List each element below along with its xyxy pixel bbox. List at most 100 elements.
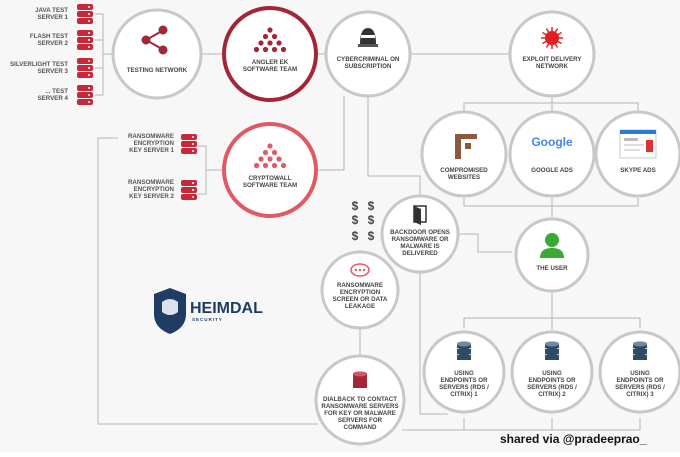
dot	[267, 27, 272, 32]
dot	[272, 150, 277, 155]
label-line: SCREEN OR DATA	[333, 296, 388, 303]
dollar-sign: $	[368, 229, 375, 243]
dot	[263, 34, 268, 39]
dot	[276, 156, 281, 161]
dot	[272, 34, 277, 39]
label-line: SERVERS (RDS /	[439, 384, 489, 391]
dot	[263, 150, 268, 155]
node-compromised-websites: COMPROMISEDWEBSITES	[422, 112, 506, 196]
label-line: USING	[630, 370, 650, 377]
server-icon-slab	[181, 134, 197, 140]
server-icon-slab	[77, 92, 93, 98]
label-line: NETWORK	[536, 63, 568, 70]
dot	[258, 156, 263, 161]
server-icon-slab	[77, 37, 93, 43]
test-server-label: ... TESTSERVER 4	[38, 88, 69, 102]
dot	[281, 47, 286, 52]
node-cybercriminal: CYBERCRIMINAL ONSUBSCRIPTION	[326, 12, 410, 96]
label-line: THE USER	[536, 265, 568, 272]
heimdal-logo: HEIMDAL SECURITY	[154, 288, 263, 334]
label-line: SUBSCRIPTION	[345, 63, 392, 70]
dot	[267, 40, 272, 45]
label-line: SERVERS (RDS /	[615, 384, 665, 391]
label-line: COMPROMISED	[440, 167, 488, 174]
key-server-2: RANSOMWAREENCRYPTIONKEY SERVER 2	[128, 179, 197, 200]
google-ads-label: GOOGLE ADS	[531, 167, 573, 174]
label-line: CITRIX) 3	[626, 391, 654, 398]
dot	[267, 156, 272, 161]
edge-servers-testing	[95, 14, 112, 95]
brand-tagline: SECURITY	[192, 317, 223, 322]
label-line: ANGLER EK	[252, 59, 289, 66]
label-line: ENDPOINTS OR	[528, 377, 576, 384]
node-cryptowall: CRYPTOWALLSOFTWARE TEAM	[224, 124, 316, 216]
dot	[281, 163, 286, 168]
node-google-ads: Google GOOGLE ADS	[510, 112, 594, 196]
node-skype-ads: SKYPE ADS	[596, 112, 680, 196]
test-server-2: FLASH TESTSERVER 2	[30, 30, 93, 50]
server-icon-slab	[181, 187, 197, 193]
label-line: CRYPTOWALL	[249, 175, 292, 182]
test-server-1: JAVA TESTSERVER 1	[35, 4, 93, 24]
key-server-label: RANSOMWAREENCRYPTIONKEY SERVER 2	[128, 179, 175, 200]
dollar-sign: $	[368, 199, 375, 213]
test-servers: JAVA TESTSERVER 1FLASH TESTSERVER 2SILVE…	[10, 4, 93, 105]
label-line: MALWARE IS	[400, 243, 439, 250]
label-line: USING	[454, 370, 474, 377]
google-logo: Google	[531, 135, 573, 149]
label-line: BACKDOOR OPENS	[390, 229, 450, 236]
node-the-user: THE USER	[516, 219, 588, 291]
label-line: LEAKAGE	[345, 303, 375, 310]
label-line: FOR KEY OR MALWARE	[324, 410, 396, 417]
label-line: DELIVERED	[402, 250, 438, 257]
database-icon	[633, 342, 647, 361]
test-server-label: FLASH TESTSERVER 2	[30, 33, 69, 47]
dollar-sign: $	[352, 213, 359, 227]
server-icon-slab	[77, 30, 93, 36]
edge-cyber-backdoor	[368, 96, 420, 198]
edge-cryptowall-cyber	[318, 96, 344, 170]
label-line: ENCRYPTION	[340, 289, 381, 296]
credit-text: shared via @pradeeprao_	[500, 432, 647, 446]
label-line: GOOGLE ADS	[531, 167, 573, 174]
node-testing-network: TESTING NETWORK	[113, 10, 201, 98]
server-icon-slab	[77, 65, 93, 71]
label-line: CITRIX) 1	[450, 391, 478, 398]
label-line: RANSOMWARE SERVERS	[321, 403, 398, 410]
dollar-signs: $$$$$$	[352, 199, 375, 243]
label-line: ENDPOINTS OR	[616, 377, 664, 384]
database-icon	[353, 372, 367, 389]
label-line: CITRIX) 2	[538, 391, 566, 398]
testing-network-label: TESTING NETWORK	[127, 67, 188, 74]
edge-keys-cryptowall	[198, 146, 222, 194]
brand-name: HEIMDAL	[190, 300, 263, 317]
label-line: SERVERS FOR	[338, 417, 383, 424]
label-line: RANSOMWARE	[337, 282, 383, 289]
node-ransom-screen: RANSOMWAREENCRYPTIONSCREEN OR DATALEAKAG…	[322, 252, 398, 328]
browser-window-icon	[620, 130, 656, 158]
server-icon-slab	[181, 180, 197, 186]
dot	[258, 40, 263, 45]
label-line: SOFTWARE TEAM	[243, 66, 297, 73]
label-line: RANSOMWARE OR	[391, 236, 449, 243]
dollar-sign: $	[352, 199, 359, 213]
node-endpoint-3: USINGENDPOINTS ORSERVERS (RDS /CITRIX) 3	[600, 332, 680, 412]
dot	[254, 163, 259, 168]
label-line: TESTING NETWORK	[127, 67, 188, 74]
database-icon	[457, 342, 471, 361]
server-icon-slab	[181, 141, 197, 147]
label-line: CYBERCRIMINAL ON	[337, 56, 400, 63]
dot	[254, 47, 259, 52]
dollar-sign: $	[352, 229, 359, 243]
